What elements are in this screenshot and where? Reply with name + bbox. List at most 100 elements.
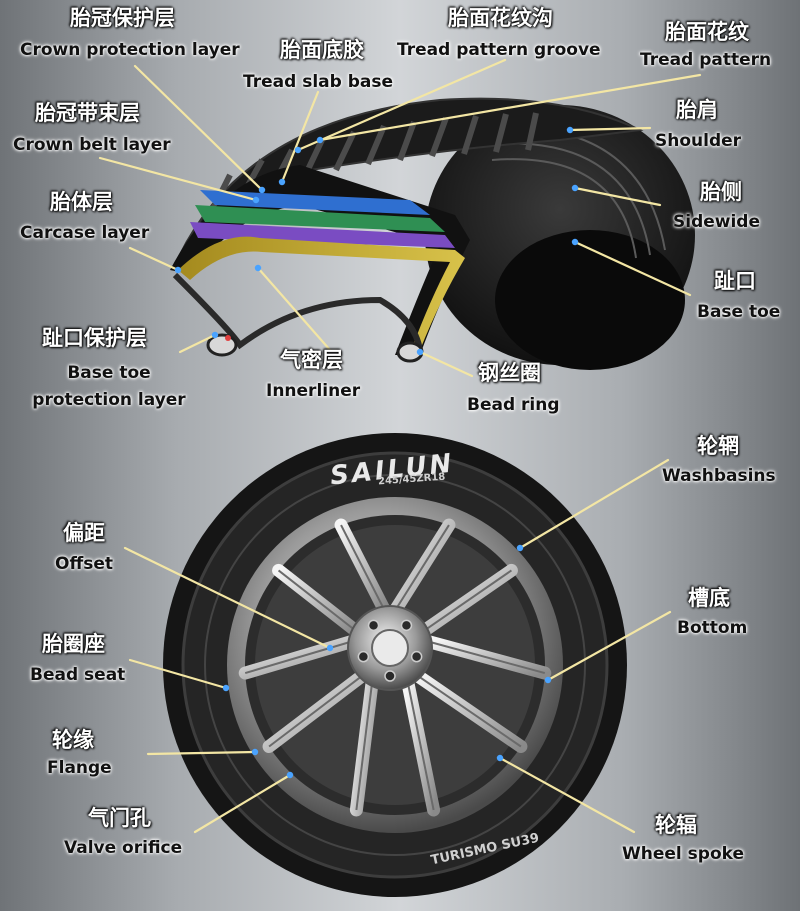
toe-accent [225, 335, 231, 341]
leader-line [128, 246, 180, 272]
leader-line [193, 773, 292, 834]
label-zh-bead-seat: 胎圈座 [42, 632, 105, 656]
layer-blue [200, 190, 430, 215]
leader-endpoint-dot [416, 348, 424, 356]
label-en-shoulder: Shoulder [655, 131, 742, 151]
leader-endpoint-dot [496, 754, 504, 762]
leader-line [546, 610, 672, 682]
label-en-base-toe: Base toe [697, 302, 781, 322]
label-zh-crown-belt-layer: 胎冠带束层 [35, 101, 140, 125]
leader-line [256, 266, 332, 352]
label-zh-valve-orifice: 气门孔 [88, 806, 151, 830]
label-en-offset: Offset [55, 554, 113, 574]
leader-line [318, 73, 702, 142]
label-zh-tread-pattern-groove: 胎面花纹沟 [448, 6, 553, 30]
leader-line [296, 58, 507, 152]
label-zh-washbasins: 轮辋 [697, 434, 739, 458]
bead-left [206, 333, 238, 357]
label-en-bead-ring: Bead ring [467, 395, 560, 415]
label-en-tread-pattern-groove: Tread pattern groove [397, 40, 601, 60]
leader-line [418, 350, 474, 378]
leader-endpoint-dot [571, 238, 579, 246]
leader-endpoint-dot [258, 186, 266, 194]
label-zh-tread-pattern: 胎面花纹 [665, 20, 749, 44]
label-en-carcase-layer: Carcase layer [20, 223, 150, 243]
wheel-spoke-edge [277, 569, 356, 631]
lug-hole [410, 650, 423, 663]
leader-endpoint-dot [254, 264, 262, 272]
leader-endpoint-dot [251, 748, 259, 756]
leader-endpoint-dot [211, 331, 219, 339]
lug-hole [400, 619, 413, 632]
label-zh-tread-slab-base: 胎面底胶 [280, 38, 364, 62]
tire-hub-hole [495, 230, 685, 370]
leader-line [498, 756, 636, 834]
wheel-spoke-edge [340, 524, 385, 609]
leader-line [128, 658, 228, 690]
lug-hole [357, 650, 370, 663]
leader-line [280, 90, 320, 184]
label-en-bead-seat: Bead seat [30, 665, 126, 685]
label-en-sidewide: Sidewide [673, 212, 761, 232]
lug-hole [367, 619, 380, 632]
center-bore [371, 629, 409, 667]
wheel-spoke-edge [417, 675, 522, 748]
leader-endpoint-dot [222, 684, 230, 692]
tread-outer [174, 97, 644, 266]
label-en-tread-slab-base: Tread slab base [243, 72, 393, 92]
leader-endpoint-dot [278, 178, 286, 186]
label-zh-flange: 轮缘 [52, 728, 94, 752]
leader-endpoint-dot [286, 771, 294, 779]
leader-endpoint-dot [174, 266, 182, 274]
tire-cross-section [170, 97, 695, 370]
leader-lines [98, 58, 702, 834]
innerliner-curve [172, 272, 423, 351]
wheel-spokes [238, 518, 552, 817]
leader-endpoint-dot [316, 136, 324, 144]
label-zh-base-toe-protection-layer: 趾口保护层 [42, 326, 147, 350]
leader-endpoint-dot [516, 544, 524, 552]
label-en-innerliner: Innerliner [266, 381, 361, 401]
label-zh-carcase-layer: 胎体层 [50, 190, 113, 214]
wheel-spoke-edge [268, 675, 363, 748]
layer-purple [190, 222, 455, 248]
leader-endpoint-dot [571, 184, 579, 192]
wheel-spoke-edge [407, 683, 435, 811]
wheel-spoke-edge [429, 640, 546, 675]
label-zh-innerliner: 气密层 [280, 348, 343, 372]
leader-line [146, 750, 257, 756]
label-en-crown-belt-layer: Crown belt layer [13, 135, 171, 155]
leader-line [518, 458, 670, 550]
label-zh-wheel-spoke: 轮辐 [655, 813, 697, 837]
label-en-washbasins: Washbasins [662, 466, 776, 486]
label-zh-crown-protection-layer: 胎冠保护层 [70, 6, 175, 30]
label-en-crown-protection-layer: Crown protection layer [20, 40, 240, 60]
leader-line [573, 186, 662, 207]
wheel-spoke-edge [395, 524, 450, 610]
leader-line [573, 240, 692, 297]
label-en-valve-orifice: Valve orifice [64, 838, 183, 858]
label-en-base-toe-protection-layer: Base toe protection layer [32, 363, 186, 411]
label-en-wheel-spoke: Wheel spoke [622, 844, 745, 864]
wheel-assembly [163, 433, 627, 897]
lug-holes [357, 619, 423, 682]
leader-line [98, 156, 258, 202]
leader-endpoint-dot [326, 644, 334, 652]
leader-line [123, 546, 332, 650]
label-zh-bottom: 槽底 [688, 586, 730, 610]
lug-hole [384, 670, 396, 682]
leader-endpoint-dot [294, 146, 302, 154]
label-zh-offset: 偏距 [63, 521, 105, 545]
leader-endpoint-dot [566, 126, 574, 134]
label-en-tread-pattern: Tread pattern [640, 50, 772, 70]
leader-endpoint-dot [544, 676, 552, 684]
label-zh-bead-ring: 钢丝圈 [478, 361, 541, 385]
label-zh-shoulder: 胎肩 [676, 98, 718, 122]
label-en-bottom: Bottom [677, 618, 748, 638]
leader-line [133, 64, 264, 192]
leader-endpoint-dot [252, 196, 260, 204]
wheel-spoke-edge [355, 683, 373, 811]
label-en-flange: Flange [47, 758, 112, 778]
